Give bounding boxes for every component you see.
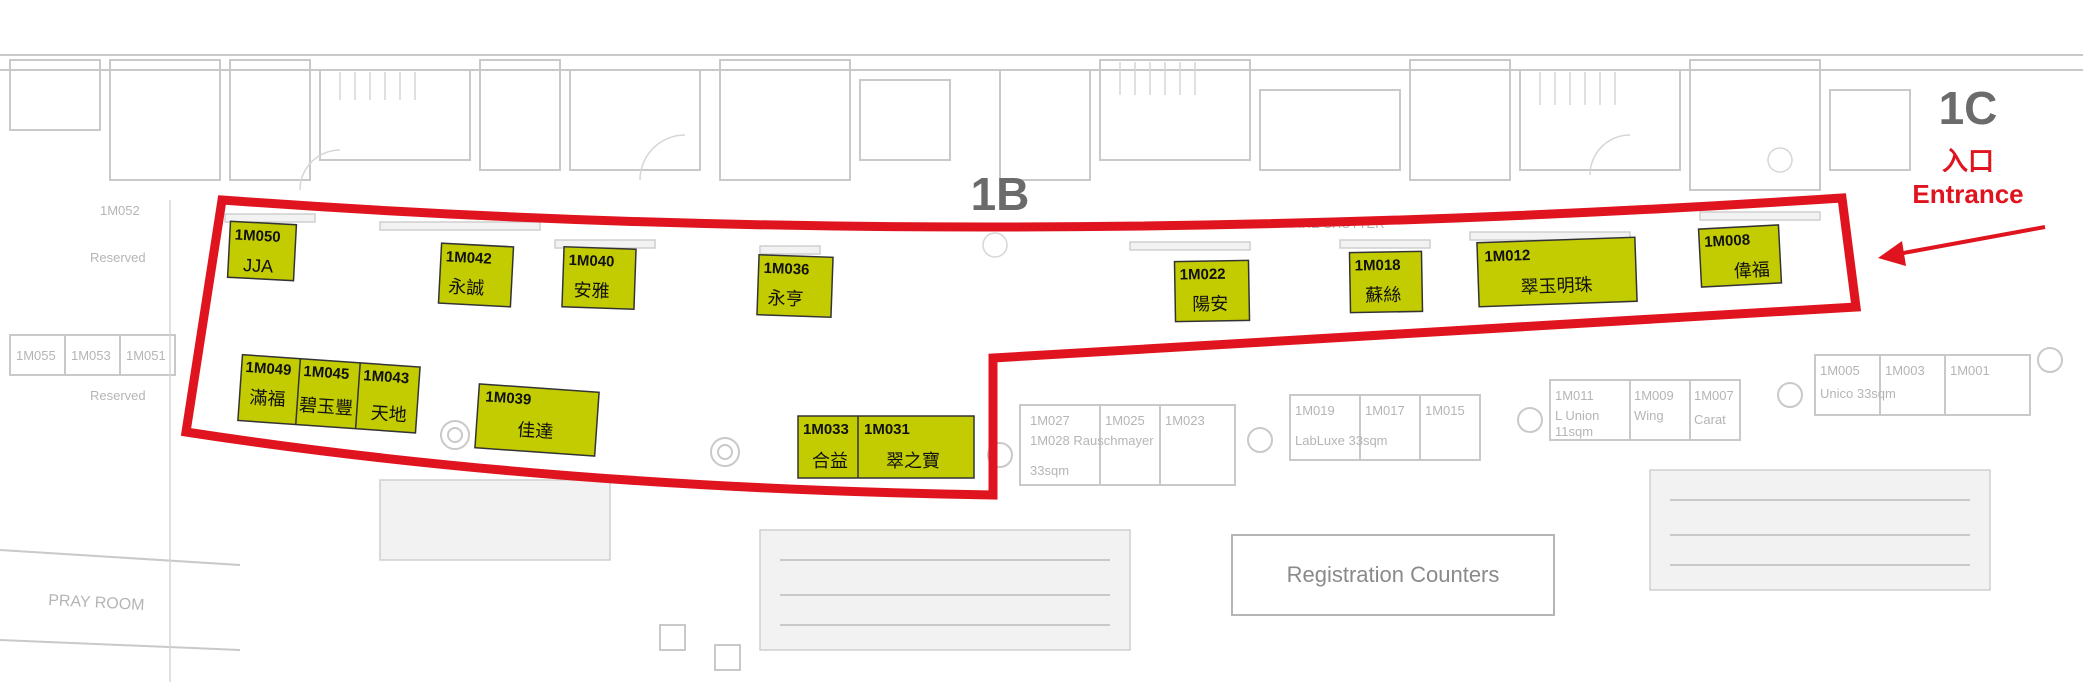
svg-text:1M051: 1M051 xyxy=(126,348,166,363)
pray-room-label: PRAY ROOM xyxy=(48,592,145,614)
svg-text:永誠: 永誠 xyxy=(448,277,485,299)
booth-1m012[interactable]: 1M012 翠玉明珠 xyxy=(1476,236,1638,308)
entrance-arrow-icon xyxy=(1897,225,2046,256)
svg-text:1M028 Rauschmayer: 1M028 Rauschmayer xyxy=(1030,433,1154,448)
svg-text:1M015: 1M015 xyxy=(1425,403,1465,418)
svg-text:JJA: JJA xyxy=(243,255,274,277)
booth-1m042[interactable]: 1M042 永誠 xyxy=(437,242,515,308)
svg-text:LabLuxe 33sqm: LabLuxe 33sqm xyxy=(1295,433,1388,448)
svg-text:1M043: 1M043 xyxy=(363,367,410,387)
svg-text:1M011: 1M011 xyxy=(1555,388,1594,403)
booth-1m036[interactable]: 1M036 永亨 xyxy=(756,253,834,319)
svg-text:1M049: 1M049 xyxy=(245,359,292,379)
entrance-arrowhead-icon xyxy=(1878,241,1906,266)
svg-text:1M003: 1M003 xyxy=(1885,363,1925,378)
svg-text:Unico 33sqm: Unico 33sqm xyxy=(1820,386,1896,401)
booth-1m031[interactable]: 1M031 翠之寶 xyxy=(864,421,940,471)
entrance-label-en: Entrance xyxy=(1912,179,2023,209)
svg-text:1M036: 1M036 xyxy=(763,260,809,279)
svg-text:1M039: 1M039 xyxy=(485,388,532,408)
svg-text:1M045: 1M045 xyxy=(303,363,350,383)
svg-text:1M040: 1M040 xyxy=(568,252,614,271)
svg-text:1M023: 1M023 xyxy=(1165,413,1205,428)
booth-1m050[interactable]: 1M050 JJA xyxy=(226,220,298,282)
svg-text:L Union: L Union xyxy=(1555,408,1599,423)
svg-text:1M050: 1M050 xyxy=(234,227,281,246)
booth-1m033[interactable]: 1M033 合益 xyxy=(803,421,849,471)
svg-text:滿福: 滿福 xyxy=(249,387,286,409)
booth-1m043[interactable]: 1M043 天地 xyxy=(360,367,410,425)
svg-text:翠之寶: 翠之寶 xyxy=(886,451,940,471)
entrance-zone-label: 1C xyxy=(1939,82,1998,134)
svg-text:1M012: 1M012 xyxy=(1484,247,1530,266)
registration-counters-label: Registration Counters xyxy=(1287,562,1500,587)
booth-1m039[interactable]: 1M039 佳達 xyxy=(474,383,600,457)
booth-block-1m033-1m031: 1M033 合益 1M031 翠之寶 xyxy=(797,415,975,479)
svg-text:1M007: 1M007 xyxy=(1694,388,1734,403)
svg-text:1M008: 1M008 xyxy=(1704,231,1751,250)
svg-text:合益: 合益 xyxy=(812,451,848,471)
svg-text:1M018: 1M018 xyxy=(1355,257,1401,275)
svg-text:1M031: 1M031 xyxy=(864,421,910,438)
svg-text:1M052: 1M052 xyxy=(100,203,140,218)
booth-1m040[interactable]: 1M040 安雅 xyxy=(561,245,637,311)
svg-text:1M019: 1M019 xyxy=(1295,403,1335,418)
entrance-marker: 1C 入口 Entrance xyxy=(1878,82,2046,266)
svg-text:碧玉豐: 碧玉豐 xyxy=(298,395,353,419)
hall-1b-outline xyxy=(180,193,1862,500)
svg-text:33sqm: 33sqm xyxy=(1030,463,1069,478)
svg-text:偉福: 偉福 xyxy=(1733,259,1770,281)
svg-text:11sqm: 11sqm xyxy=(1555,424,1593,439)
svg-text:Reserved: Reserved xyxy=(90,250,146,265)
svg-text:Carat: Carat xyxy=(1694,412,1726,427)
booth-1m049[interactable]: 1M049 滿福 xyxy=(243,359,292,410)
svg-text:天地: 天地 xyxy=(370,403,407,425)
entrance-label-cn: 入口 xyxy=(1942,146,1994,176)
svg-text:1M005: 1M005 xyxy=(1820,363,1860,378)
svg-text:陽安: 陽安 xyxy=(1192,294,1228,315)
booth-1m018[interactable]: 1M018 蘇絲 xyxy=(1348,250,1424,314)
svg-text:蘇絲: 蘇絲 xyxy=(1365,285,1401,306)
background-architecture: 1M055 1M053 1M051 Reserved Reserved 1M05… xyxy=(0,54,2083,682)
svg-text:1M001: 1M001 xyxy=(1950,363,1990,378)
svg-text:1M025: 1M025 xyxy=(1105,413,1145,428)
svg-text:翠玉明珠: 翠玉明珠 xyxy=(1520,275,1593,298)
svg-text:1M027: 1M027 xyxy=(1030,413,1070,428)
svg-text:Wing: Wing xyxy=(1634,408,1664,423)
svg-text:1M022: 1M022 xyxy=(1180,266,1226,284)
svg-text:1M009: 1M009 xyxy=(1634,388,1674,403)
svg-text:1M053: 1M053 xyxy=(71,348,111,363)
svg-text:永亨: 永亨 xyxy=(767,288,804,309)
registration-counters-box xyxy=(1231,534,1555,616)
svg-text:安雅: 安雅 xyxy=(573,280,610,301)
svg-text:佳達: 佳達 xyxy=(517,420,554,442)
svg-text:1M033: 1M033 xyxy=(803,421,849,438)
svg-text:1M017: 1M017 xyxy=(1365,403,1405,418)
svg-text:Reserved: Reserved xyxy=(90,388,146,403)
booth-block-1m049-1m043: 1M049 滿福 1M045 碧玉豐 1M043 天地 xyxy=(237,353,421,434)
booth-1m045[interactable]: 1M045 碧玉豐 xyxy=(298,363,355,419)
booth-1m022[interactable]: 1M022 陽安 xyxy=(1173,259,1251,323)
booth-1m008[interactable]: 1M008 偉福 xyxy=(1697,224,1783,288)
hall-label: 1B xyxy=(971,168,1030,220)
svg-text:1M055: 1M055 xyxy=(16,348,56,363)
svg-text:1M042: 1M042 xyxy=(445,248,492,267)
